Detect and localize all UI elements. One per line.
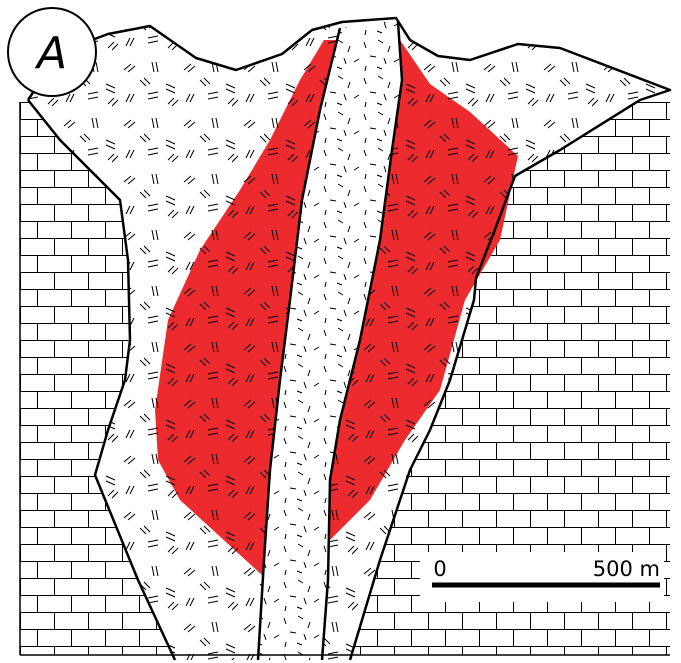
scale-end-label: 500 m — [593, 557, 660, 581]
panel-label-text: A — [34, 28, 67, 79]
scale-bar: 0 500 m — [420, 552, 664, 602]
panel-label: A — [8, 8, 96, 96]
scale-zero-label: 0 — [433, 557, 446, 581]
